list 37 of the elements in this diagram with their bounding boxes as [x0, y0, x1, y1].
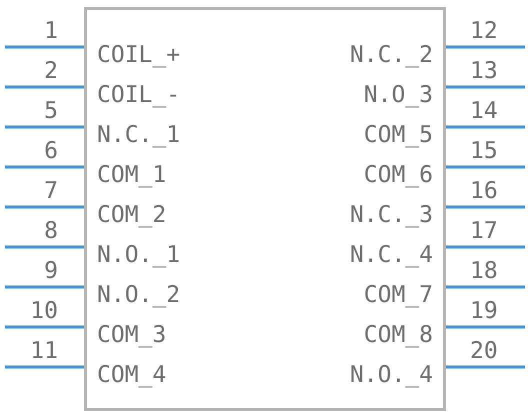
pin-number: 13: [470, 58, 498, 84]
pin-name: COIL_-: [97, 82, 180, 108]
pin-number: 17: [470, 218, 498, 244]
pin-name: COIL_+: [97, 42, 180, 68]
pin-number: 14: [470, 98, 498, 124]
pin-name: COM_3: [97, 322, 166, 348]
pin-number: 11: [30, 338, 58, 364]
pin-number: 9: [44, 258, 58, 284]
pin-name: N.O._2: [97, 282, 180, 308]
pin-number: 8: [44, 218, 58, 244]
pin-number: 6: [44, 138, 58, 164]
pin-name: N.O._1: [97, 242, 180, 268]
pin-name: COM_8: [364, 322, 433, 348]
component-body: [84, 7, 446, 411]
pin-name: COM_5: [364, 122, 433, 148]
pin-number: 10: [30, 298, 58, 324]
pin-name: COM_6: [364, 162, 433, 188]
pin-number: 2: [44, 58, 58, 84]
pin-name: COM_4: [97, 362, 166, 388]
pin-number: 1: [44, 18, 58, 44]
pin-number: 20: [470, 338, 498, 364]
pin-name: COM_1: [97, 162, 166, 188]
pin-number: 5: [44, 98, 58, 124]
pin-name: N.C._1: [97, 122, 180, 148]
pin-name: N.C._4: [350, 242, 433, 268]
pin-number: 16: [470, 178, 498, 204]
pin-number: 19: [470, 298, 498, 324]
pin-number: 12: [470, 18, 498, 44]
pin-number: 7: [44, 178, 58, 204]
pin-name: N.C._2: [350, 42, 433, 68]
pin-name: N.O_3: [364, 82, 433, 108]
pin-number: 15: [470, 138, 498, 164]
pin-number: 18: [470, 258, 498, 284]
pin-name: COM_7: [364, 282, 433, 308]
pin-name: COM_2: [97, 202, 166, 228]
pin-name: N.C._3: [350, 202, 433, 228]
pin-name: N.O._4: [350, 362, 433, 388]
